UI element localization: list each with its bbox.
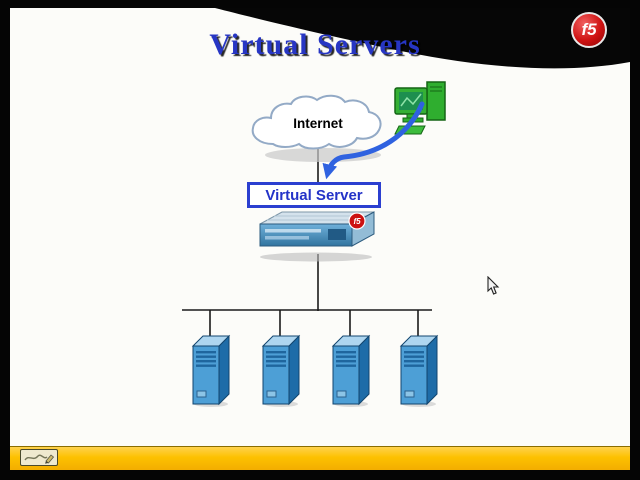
mouse-cursor — [487, 276, 500, 295]
desktop-computer-icon — [394, 81, 446, 135]
internet-label: Internet — [293, 116, 343, 131]
virtual-server-label: Virtual Server — [265, 186, 363, 204]
f5-logo-text: f5 — [581, 20, 597, 39]
server-tower-icon — [331, 334, 371, 407]
status-bar — [10, 446, 630, 470]
svg-text:f5: f5 — [353, 217, 361, 226]
bigip-appliance-icon: f5 — [259, 211, 375, 262]
server-tower-icon — [261, 334, 301, 407]
f5-logo: f5 — [571, 12, 607, 48]
slide: Virtual Servers f5 Internet — [10, 8, 630, 470]
pencil-scribble-icon — [24, 454, 55, 464]
slide-title: Virtual Servers — [209, 28, 421, 61]
server-tower-icon — [191, 334, 231, 407]
virtual-server-box: Virtual Server — [247, 182, 381, 208]
appliance-f5-badge: f5 — [348, 212, 366, 230]
server-tower-icon — [399, 334, 439, 407]
annotation-tool-button[interactable] — [20, 449, 58, 466]
